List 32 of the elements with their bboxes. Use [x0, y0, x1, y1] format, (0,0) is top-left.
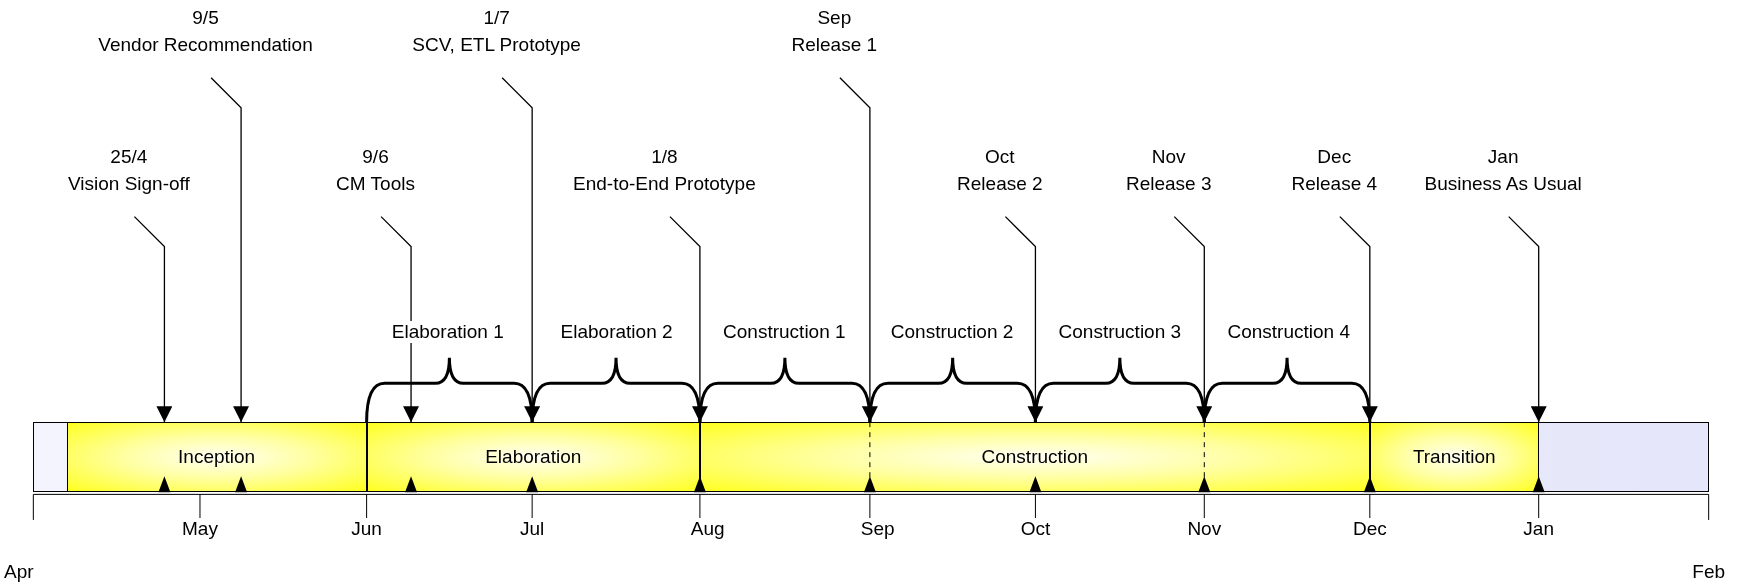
milestone-date: Jan [1486, 145, 1520, 168]
milestone-title: CM Tools [336, 172, 415, 195]
milestone-date: Nov [1150, 145, 1187, 168]
milestone-title: Vision Sign-off [67, 172, 190, 195]
milestone-title: Business As Usual [1424, 172, 1582, 195]
milestone-title: Release 1 [791, 33, 878, 56]
milestone-date: 9/6 [361, 145, 390, 168]
leader-line [1508, 216, 1547, 423]
milestone-date: 25/4 [109, 145, 149, 168]
phase-bar: Transition [1369, 422, 1539, 493]
month-label: Aug [690, 517, 725, 540]
month-label: Sep [860, 517, 895, 540]
phase-bar: Construction [699, 422, 1370, 493]
milestone-title: Release 4 [1291, 172, 1378, 195]
milestone-title: Release 2 [957, 172, 1043, 195]
milestone-date: Dec [1316, 145, 1353, 168]
iteration-label: Elaboration 1 [391, 321, 504, 344]
milestone-date: 1/7 [482, 6, 511, 29]
month-label: May [182, 517, 218, 540]
phase-bar: Elaboration [366, 422, 700, 493]
milestone-date: 9/5 [191, 6, 220, 29]
leader-line [133, 216, 173, 423]
milestone-title: Vendor Recommendation [98, 33, 313, 56]
milestone-title: End-to-End Prototype [573, 172, 756, 195]
milestone-date: 1/8 [650, 145, 679, 168]
milestone-date: Sep [816, 6, 853, 29]
milestone-title: SCV, ETL Prototype [412, 33, 581, 56]
leader-line [380, 216, 420, 423]
milestone-title: Release 3 [1125, 172, 1212, 195]
milestone-date: Oct [984, 145, 1016, 168]
leader-line [210, 77, 250, 423]
phase-bar: Inception [66, 422, 367, 493]
